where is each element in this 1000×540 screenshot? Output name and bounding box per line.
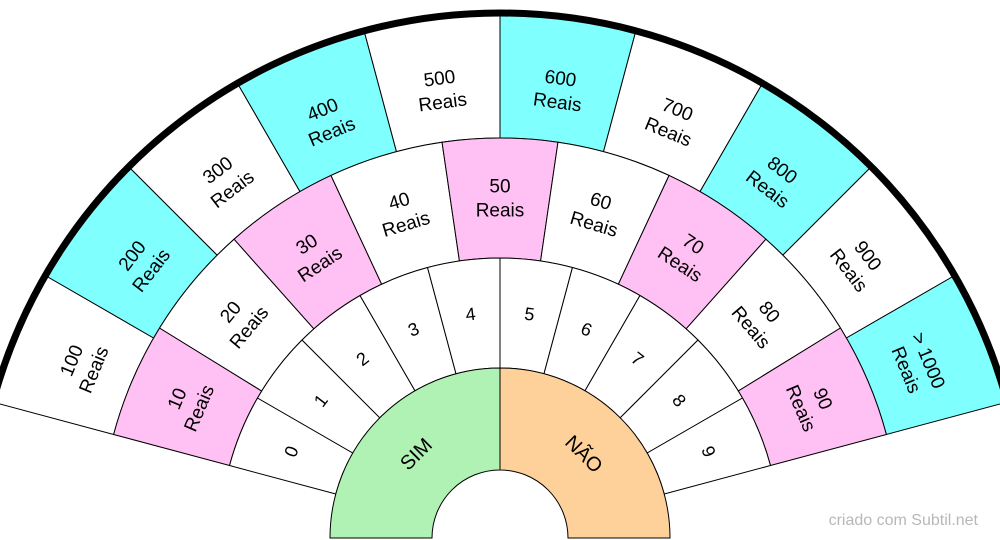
credit-text: criado com Subtil.net	[828, 512, 978, 529]
outer-rim	[0, 9, 1000, 391]
units-label-line: 4	[464, 304, 477, 325]
tens-label-line: 50	[489, 177, 510, 198]
hundreds-label-line: 600	[543, 67, 577, 92]
answer-sector	[499, 367, 671, 539]
hundreds-label-line: 500	[422, 67, 456, 92]
units-label-line: 5	[523, 304, 536, 325]
answer-sector	[329, 367, 501, 539]
hundreds-label: 500Reais	[414, 66, 468, 117]
units-label: 5	[523, 304, 536, 325]
tens-label-line: Reais	[476, 201, 525, 222]
tens-sector	[441, 137, 559, 262]
units-label: 4	[464, 304, 477, 325]
